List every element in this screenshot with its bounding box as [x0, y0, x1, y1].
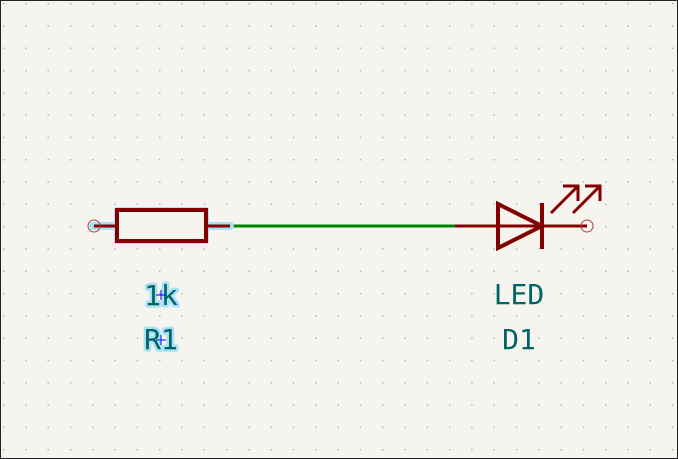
anchor-cross-icons — [156, 290, 166, 345]
led-triangle — [496, 200, 547, 252]
unconnected-pin-marker — [580, 219, 594, 233]
led-d1[interactable] — [455, 184, 602, 252]
light-emission-arrows-icon — [549, 184, 602, 215]
led-reference[interactable]: D1 — [502, 323, 536, 356]
led-value[interactable]: LED — [494, 278, 545, 311]
resistor-body — [115, 208, 208, 243]
resistor-r1[interactable] — [87, 207, 234, 244]
unconnected-pin-marker — [87, 219, 101, 233]
resistor-body-fill — [118, 211, 205, 240]
